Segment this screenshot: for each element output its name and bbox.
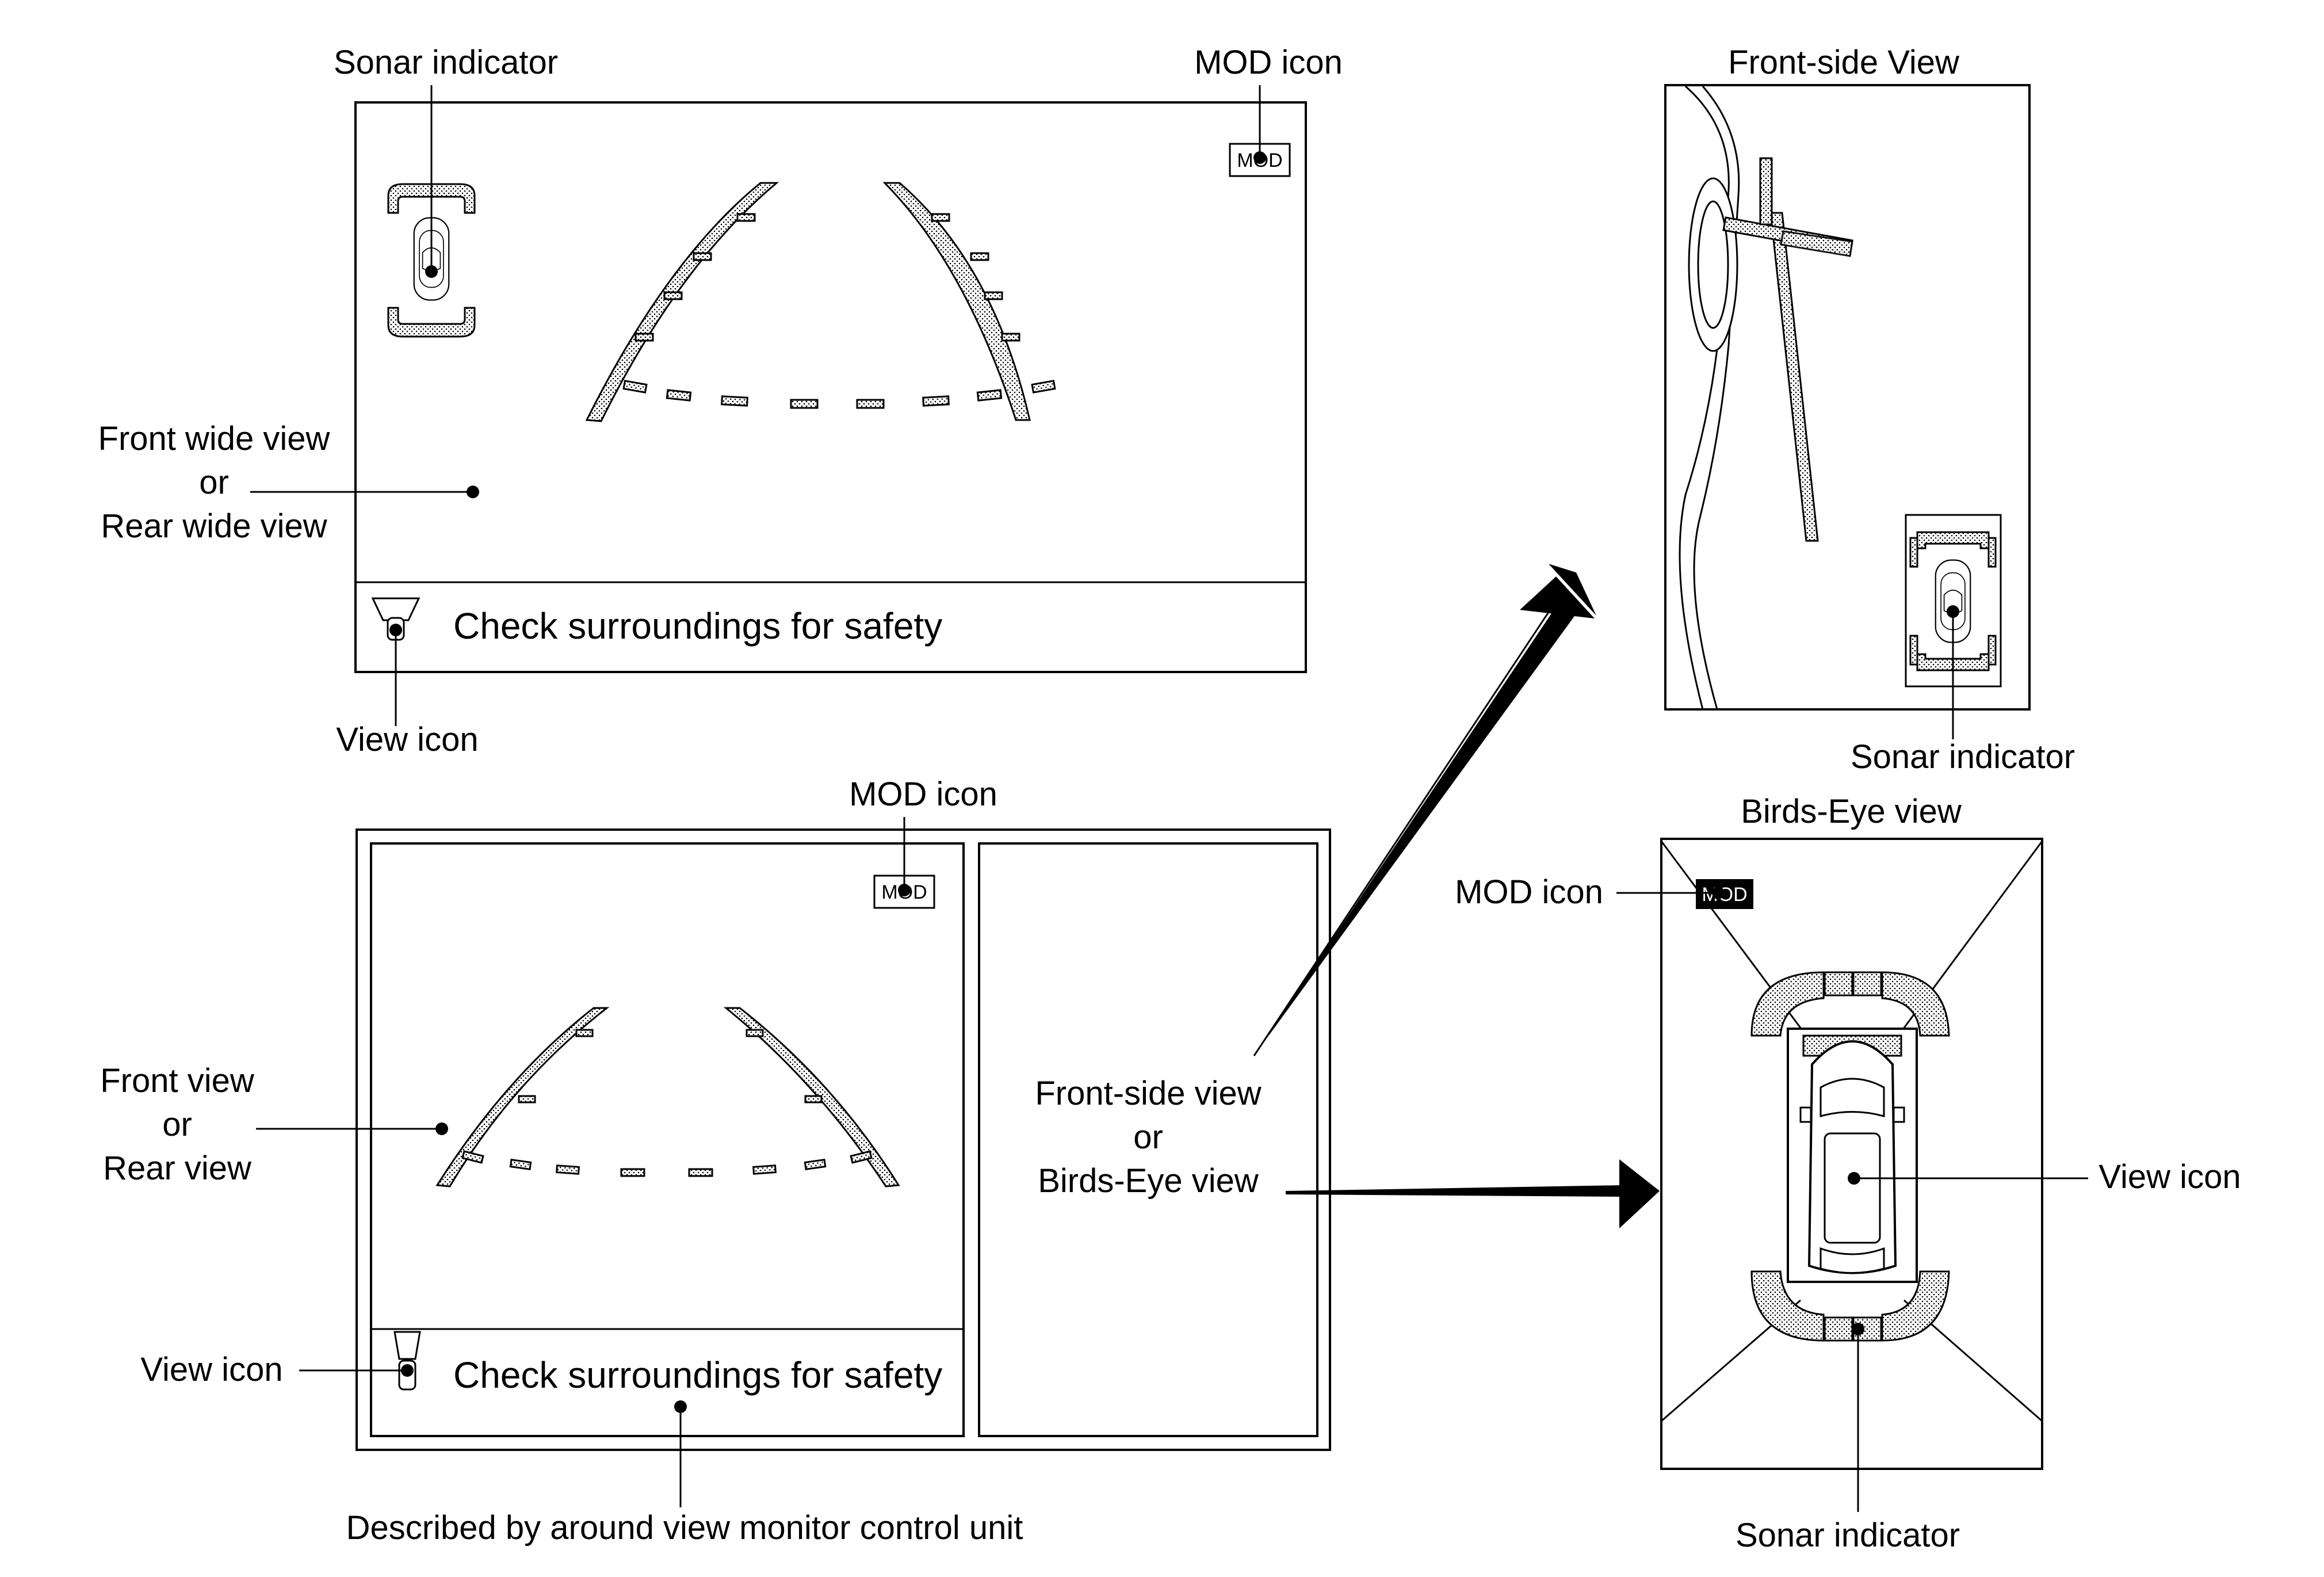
- front-side-view-screen: [1664, 84, 2031, 711]
- split-view-message: Check surroundings for safety: [453, 1354, 942, 1396]
- label-front-wide-view: Front wide view: [98, 420, 331, 457]
- label-mod-icon-birds-eye: MOD icon: [1455, 873, 1603, 911]
- arrow-to-front-side-view: [1253, 564, 1596, 1056]
- label-front-view: Front view: [100, 1062, 255, 1099]
- split-view-screen: MOD Check surroundings for safety Front-…: [356, 828, 1331, 1451]
- label-front-side-view-or: Front-side view: [1035, 1075, 1262, 1112]
- label-front-view-or: or: [162, 1106, 192, 1143]
- label-mod-icon-top: MOD icon: [1194, 44, 1343, 81]
- predicted-course-lines: [585, 182, 1056, 422]
- wide-view-message: Check surroundings for safety: [453, 605, 942, 647]
- label-rear-view: Rear view: [103, 1150, 252, 1187]
- sonar-indicator-graphic: [387, 183, 476, 338]
- label-view-icon-top: View icon: [336, 721, 478, 758]
- label-front-wide-or: or: [199, 464, 229, 501]
- label-sonar-indicator-birds-eye: Sonar indicator: [1736, 1517, 1960, 1554]
- split-predicted-course-lines: [435, 1007, 900, 1187]
- label-view-icon-birds-eye: View icon: [2099, 1158, 2241, 1196]
- label-view-icon-bottom: View icon: [140, 1351, 282, 1388]
- label-birds-eye-view-or: Birds-Eye view: [1038, 1162, 1259, 1200]
- label-split-or: or: [1133, 1118, 1163, 1156]
- wide-view-screen: MOD Check surroundings for safety: [354, 101, 1307, 673]
- label-mod-icon-mid: MOD icon: [849, 776, 997, 813]
- birds-eye-mod-badge: MOD: [1696, 879, 1753, 909]
- label-described-by: Described by around view monitor control…: [346, 1509, 1023, 1547]
- label-sonar-indicator-front-side: Sonar indicator: [1851, 738, 2075, 776]
- label-rear-wide-view: Rear wide view: [101, 507, 327, 545]
- birds-eye-view-screen: MOD: [1660, 838, 2043, 1470]
- label-birds-eye-view-title: Birds-Eye view: [1741, 793, 1962, 830]
- label-sonar-indicator-top: Sonar indicator: [334, 44, 558, 81]
- arrow-to-birds-eye-view: [1286, 1159, 1660, 1228]
- label-front-side-view-title: Front-side View: [1728, 44, 1960, 81]
- birds-eye-mod-badge-text: MOD: [1702, 884, 1747, 906]
